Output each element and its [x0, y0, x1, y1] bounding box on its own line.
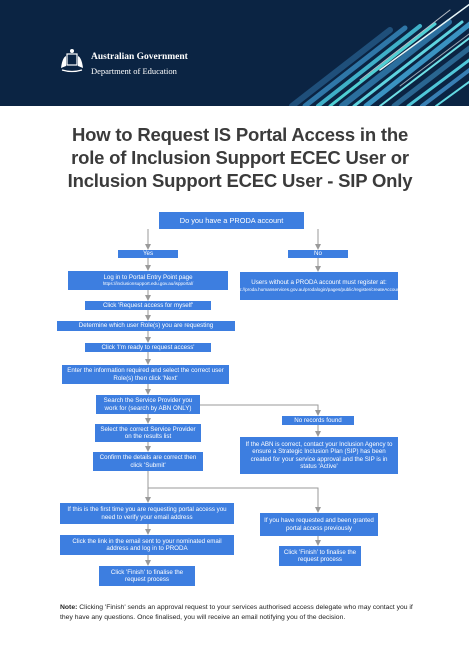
ready-box: Click 'I'm ready to request access' [85, 343, 211, 352]
page-title: How to Request IS Portal Access in the r… [40, 123, 440, 192]
header-banner: Australian Government Department of Educ… [0, 0, 469, 106]
title-line: role of Inclusion Support ECEC User or [71, 147, 409, 168]
org-name: Australian Government [91, 52, 188, 62]
no-proda-box: Users without a PRODA account must regis… [231, 272, 407, 300]
note-text: Clicking 'Finish' sends an approval requ… [60, 604, 413, 621]
search-provider-box: Search the Service Provider you work for… [96, 395, 200, 414]
request-access-box: Click 'Request access for myself' [85, 301, 211, 310]
select-provider-box: Select the correct Service Provider on t… [95, 424, 201, 442]
no-records-box: No records found [282, 416, 354, 425]
first-time-box: If this is the first time you are reques… [60, 503, 234, 524]
title-line: Inclusion Support ECEC User - SIP Only [67, 170, 413, 191]
decorative-stripes [289, 3, 469, 106]
finish-right-box: Click 'Finish' to finalise the request p… [279, 546, 361, 566]
coat-of-arms-icon [61, 49, 83, 73]
confirm-details-box: Confirm the details are correct then cli… [93, 452, 203, 471]
previously-granted-box: If you have requested and been granted p… [260, 513, 378, 536]
proda-question-box: Do you have a PRODA account [159, 212, 304, 229]
enter-info-box: Enter the information required and selec… [62, 365, 229, 384]
determine-role-box: Determine which user Role(s) you are req… [57, 321, 235, 331]
footnote: Note: Clicking 'Finish' sends an approva… [60, 603, 420, 623]
department-name: Department of Education [91, 66, 177, 76]
yes-label-box: Yes [118, 250, 178, 258]
no-label-box: No [288, 250, 348, 258]
title-line: How to Request IS Portal Access in the [71, 124, 409, 145]
click-link-box: Click the link in the email sent to your… [60, 535, 234, 555]
note-label: Note: [60, 604, 78, 611]
finish-left-box: Click 'Finish' to finalise the request p… [99, 566, 195, 586]
abn-correct-box: If the ABN is correct, contact your Incl… [240, 437, 398, 474]
